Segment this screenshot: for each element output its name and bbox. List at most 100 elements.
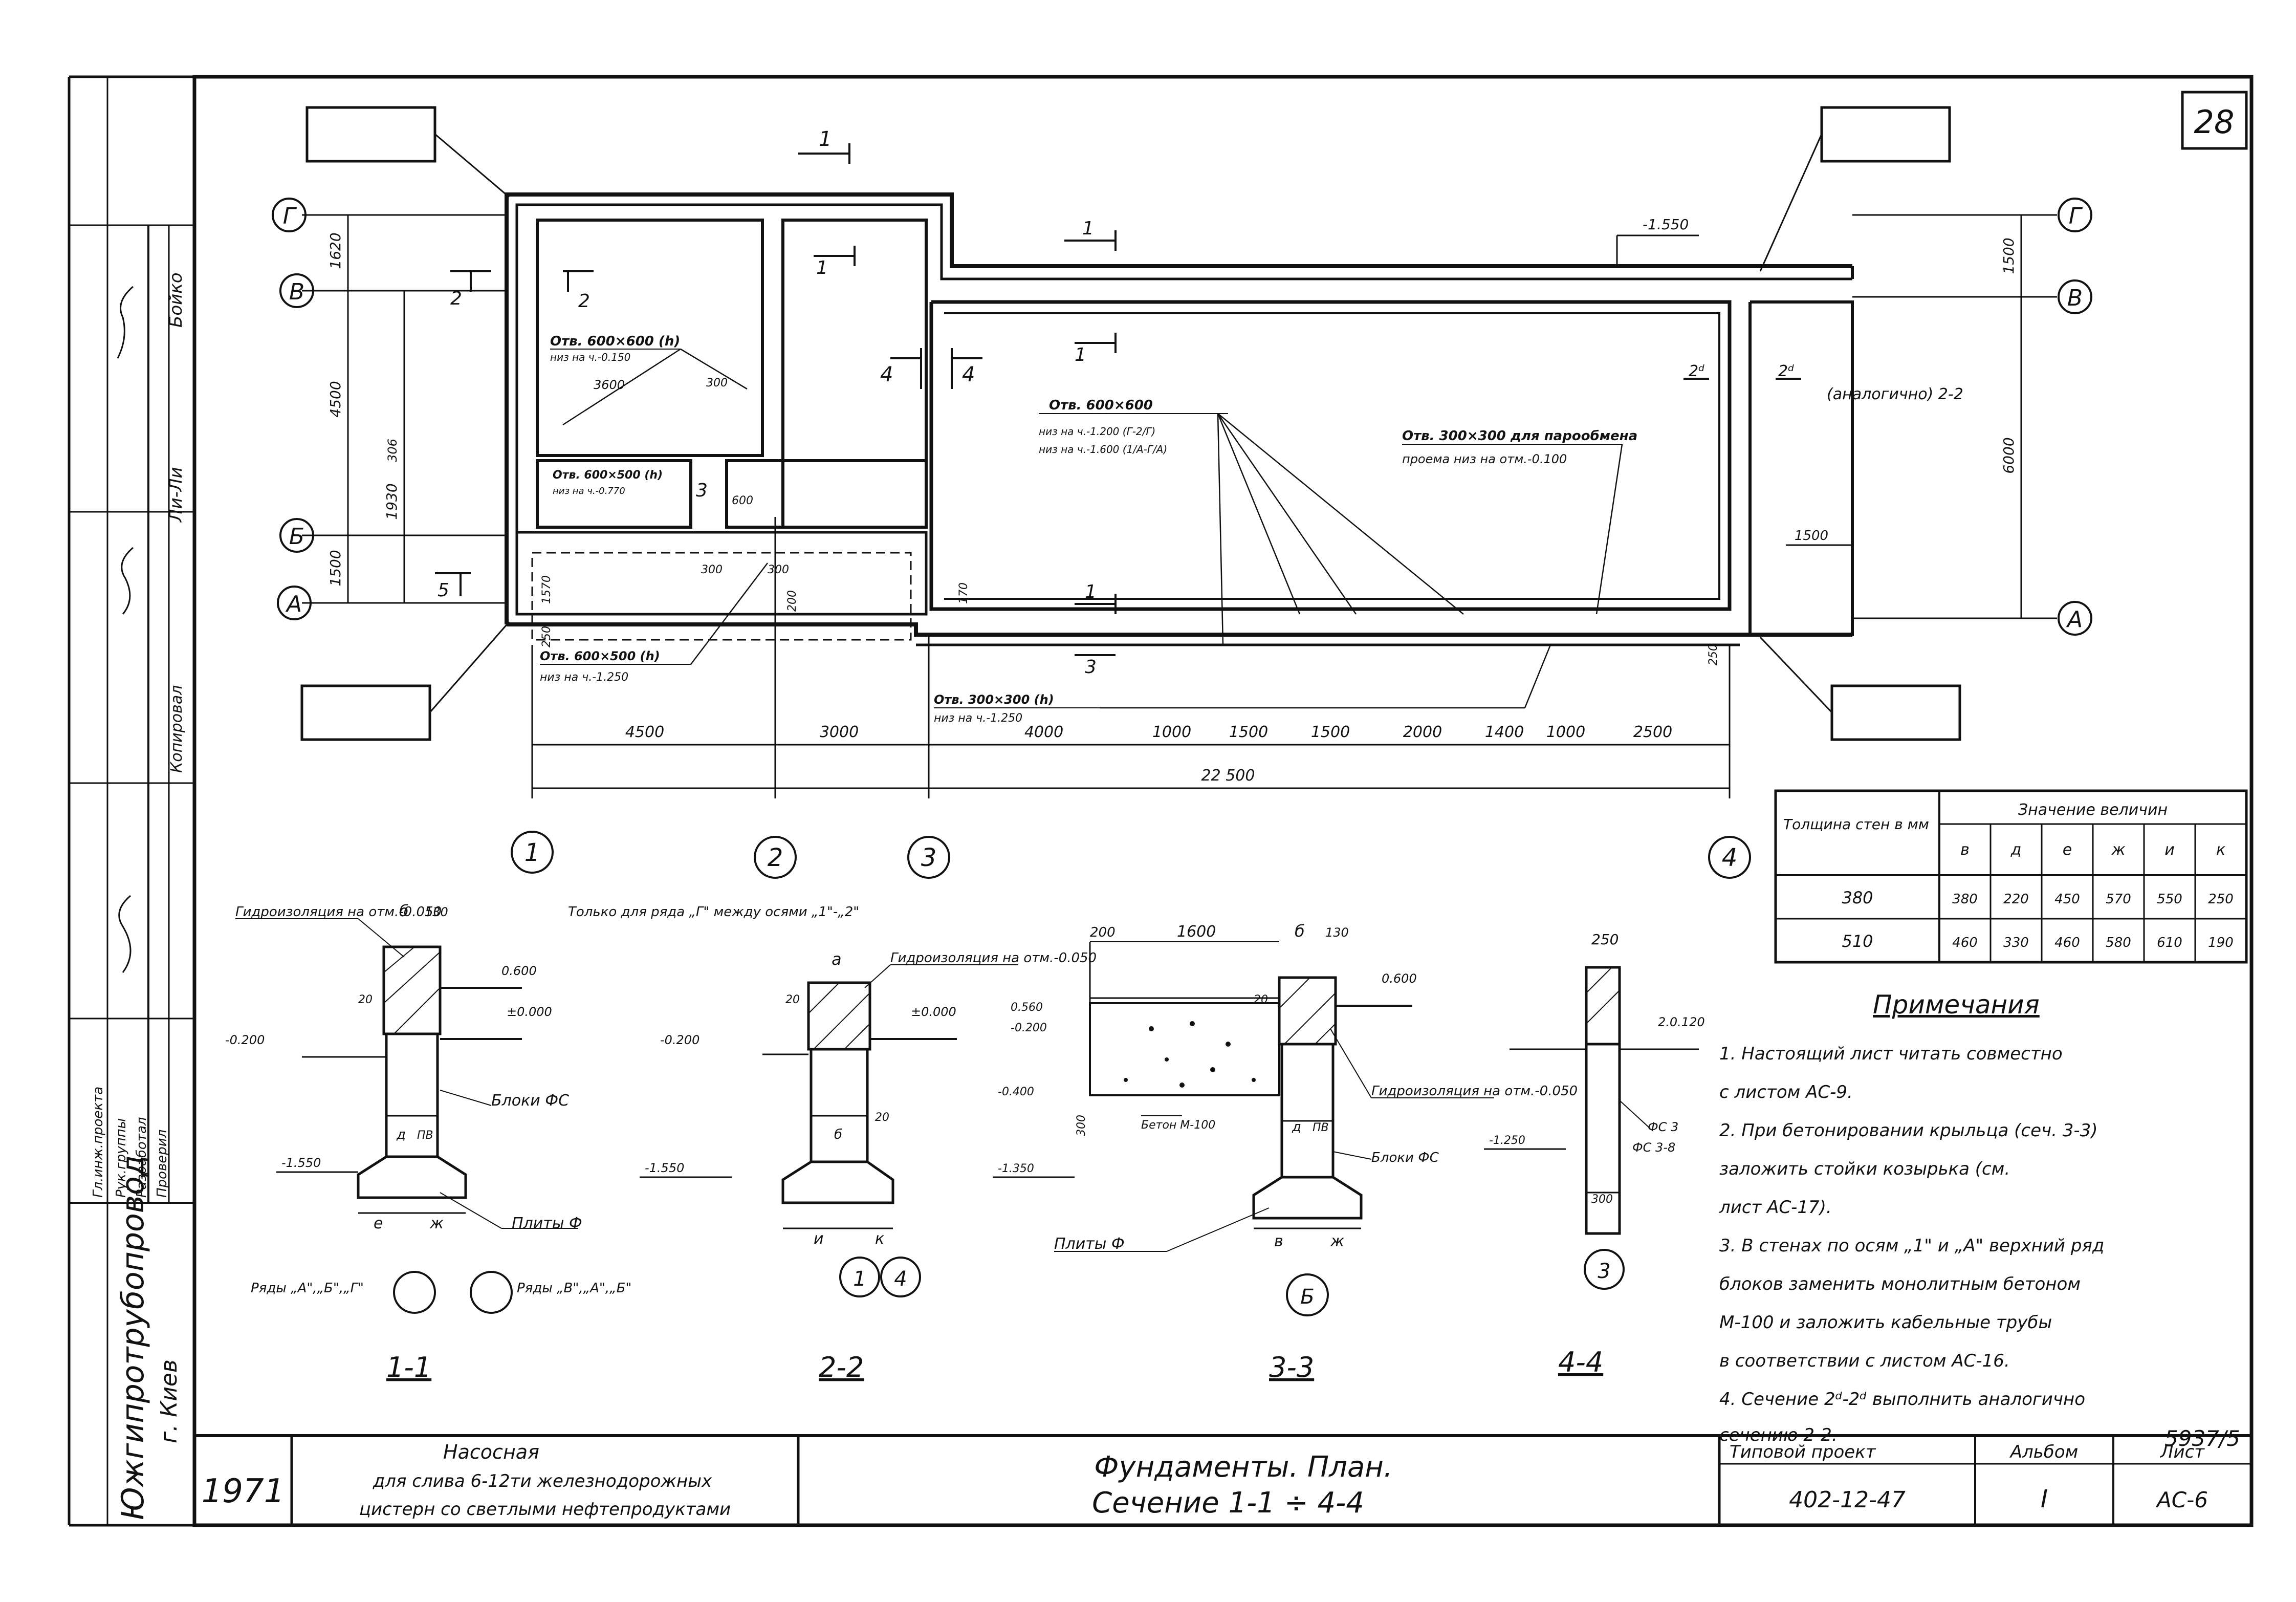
s1-dim: 20 bbox=[358, 993, 373, 1006]
s1-label: Ряды „А",„Б",„Г" bbox=[251, 1281, 364, 1296]
sheet-number-box bbox=[2181, 91, 2248, 150]
wall-east-annex bbox=[1748, 300, 1854, 636]
small-dim: 170 bbox=[957, 582, 970, 604]
s3-level: -1.350 bbox=[998, 1162, 1034, 1175]
opening-callout-5: Отв. 600×500 (h) низ на ч.-1.250 bbox=[540, 649, 691, 684]
stamp-number: 5937/5 bbox=[2164, 1426, 2240, 1451]
stamp-name: Бойко bbox=[166, 272, 186, 328]
section-title: 3-3 bbox=[1269, 1351, 1314, 1383]
axis-bubble-V-left: В bbox=[279, 273, 314, 308]
s4-level: -1.250 bbox=[1489, 1134, 1525, 1147]
section-mark: 2 bbox=[450, 270, 491, 309]
opening-callout-2: Отв. 600×600 низ на ч.-1.200 (Г-2/Г) низ… bbox=[1039, 398, 1228, 456]
section-mark-label: 5 bbox=[438, 580, 449, 601]
section-mark: 2ᵈ bbox=[1776, 362, 1801, 380]
s3-label: Бетон М-100 bbox=[1141, 1119, 1215, 1132]
side-stamp: Южгипротрубопровод г. Киев Гл.инж.проект… bbox=[69, 77, 194, 1525]
dim-bottom: 1500 bbox=[1311, 723, 1350, 741]
s3-dim: в bbox=[1274, 1232, 1283, 1250]
table-header-group: Значение величин bbox=[2018, 801, 2168, 819]
s2-label: Гидроизоляция на отм.-0.050 bbox=[890, 950, 1097, 966]
dim-left: 1620 bbox=[327, 232, 344, 269]
s3-level: 0.600 bbox=[1382, 971, 1417, 986]
callout-title: Отв. 300×300 (h) bbox=[934, 692, 1054, 707]
s3-dim: ПВ bbox=[1313, 1121, 1329, 1134]
axis-bubble-A-right: А bbox=[2058, 601, 2092, 636]
table-cell: 570 bbox=[2106, 892, 2131, 907]
axis-label: Б bbox=[1300, 1285, 1314, 1309]
axis-label: 1 bbox=[524, 838, 540, 867]
typical-value: 402-12-47 bbox=[1789, 1487, 1906, 1513]
s1-level: ±0.000 bbox=[507, 1005, 552, 1019]
s3-level: -0.200 bbox=[1011, 1022, 1047, 1034]
dim-right: 6000 bbox=[2000, 437, 2017, 473]
project-name: Насосная bbox=[443, 1441, 539, 1463]
table-header-left: Толщина стен в мм bbox=[1783, 816, 1929, 833]
small-dim: 3600 bbox=[594, 378, 625, 392]
axis-bubble-1: 1 bbox=[511, 831, 554, 874]
s4-label: ФС 3-8 bbox=[1632, 1140, 1675, 1155]
section-mark: 1 bbox=[1075, 333, 1117, 365]
section-axis-bubble: 1 bbox=[839, 1257, 880, 1297]
footing-plate bbox=[1252, 1176, 1363, 1220]
note-line: лист АС-17). bbox=[1719, 1197, 1832, 1218]
stamp-role: Разработал bbox=[134, 1117, 149, 1198]
dim-bottom: 4000 bbox=[1024, 723, 1063, 741]
table-cell: 550 bbox=[2157, 892, 2182, 907]
s1-level: -0.200 bbox=[225, 1033, 265, 1047]
typical-label: Типовой проект bbox=[1730, 1442, 1876, 1462]
axis-bubble-3: 3 bbox=[907, 836, 950, 879]
leader-bottom-right bbox=[1759, 636, 1833, 713]
sheet-value: АС-6 bbox=[2155, 1487, 2208, 1512]
s3-dim: ж bbox=[1330, 1232, 1344, 1250]
section-mark-label: 1 bbox=[1085, 581, 1097, 602]
table-cell: 330 bbox=[2003, 935, 2029, 950]
s3-dim: 1600 bbox=[1177, 923, 1216, 941]
s3-dim: 300 bbox=[1075, 1115, 1088, 1136]
section-mark: 2ᵈ bbox=[1683, 362, 1709, 380]
small-dim: 250 bbox=[1707, 644, 1720, 665]
stamp-role: Проверил bbox=[155, 1130, 170, 1198]
section-title: 1-1 bbox=[386, 1351, 431, 1383]
sheet-title: Сечение 1-1 ÷ 4-4 bbox=[1092, 1486, 1364, 1520]
s3-level: 0.560 bbox=[1011, 1001, 1043, 1014]
foundation-plan: Г В Б А Г В А 1 2 3 4 4500 3000 4000 100… bbox=[272, 106, 2092, 879]
table-cell: 460 bbox=[2054, 935, 2080, 950]
table-col-header: в bbox=[1960, 841, 1970, 859]
notes-block: Примечания 1. Настоящий лист читать совм… bbox=[1719, 990, 2104, 1445]
small-dim: 300 bbox=[706, 377, 728, 389]
table-cell: 610 bbox=[2157, 935, 2182, 950]
stamp-role: Рук.группы bbox=[114, 1118, 129, 1198]
s1-dim: ж bbox=[429, 1215, 444, 1232]
callout-sub: низ на ч.-1.250 bbox=[540, 671, 628, 684]
dim-left: 1500 bbox=[327, 550, 344, 586]
callout-sub: низ на ч.-1.600 (1/А-Г/А) bbox=[1039, 443, 1167, 456]
axis-label: В bbox=[2067, 285, 2083, 311]
section-mark: 5 bbox=[435, 572, 471, 601]
wall-main-room-inner bbox=[944, 312, 1720, 600]
axis-label: А bbox=[285, 591, 302, 617]
axis-label: Г bbox=[2069, 203, 2083, 229]
note-line: М-100 и заложить кабельные трубы bbox=[1719, 1312, 2052, 1333]
s4-label: ФС 3 bbox=[1648, 1120, 1678, 1134]
title-block: 1971 Насосная для слива 6-12ти железнодо… bbox=[194, 1434, 2251, 1525]
s1-label: Блоки ФС bbox=[491, 1092, 569, 1110]
s3-label: Блоки ФС bbox=[1371, 1150, 1439, 1165]
table-row-label: 510 bbox=[1842, 932, 1873, 951]
small-dim: 250 bbox=[540, 626, 553, 647]
section-4-4: 250 300 2.0.120 -1.250 ФС 3 ФС 3-8 3 4-4 bbox=[1484, 931, 1705, 1378]
signature-scribble bbox=[117, 286, 134, 973]
s3-dim: 20 bbox=[1254, 993, 1268, 1006]
dim-bottom: 1000 bbox=[1546, 723, 1585, 741]
axis-bubble-G-right: Г bbox=[2058, 198, 2092, 232]
callout-leaders bbox=[562, 348, 1623, 709]
fs-blocks bbox=[810, 1048, 869, 1163]
concrete-fill bbox=[1124, 1021, 1256, 1088]
s1-dim: ПВ bbox=[417, 1129, 433, 1142]
note-line: заложить стойки козырька (см. bbox=[1719, 1159, 2010, 1179]
axis-bubble-V-right: В bbox=[2058, 279, 2092, 314]
s3-dim: д bbox=[1292, 1119, 1301, 1135]
dim-left: 1930 bbox=[383, 483, 400, 519]
dim-bottom: 1400 bbox=[1485, 723, 1524, 741]
